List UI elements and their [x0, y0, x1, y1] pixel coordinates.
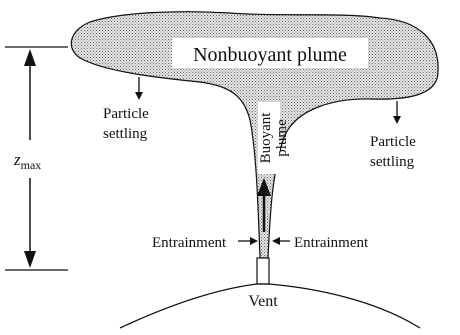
zmax-label: zmax — [13, 150, 41, 172]
settling-right-label-1: Particle — [370, 134, 416, 150]
zmax-up-arrowhead — [24, 49, 36, 66]
entrainment-left-arrowhead — [250, 237, 258, 245]
settling-left-label-1: Particle — [103, 106, 149, 122]
settling-right-arrowhead — [393, 116, 401, 124]
buoyant-label-line2: plume — [274, 119, 290, 157]
zmax-down-arrowhead — [24, 251, 36, 268]
entrainment-left-label: Entrainment — [152, 235, 227, 251]
entrainment-right-label: Entrainment — [294, 235, 369, 251]
nonbuoyant-label: Nonbuoyant plume — [193, 44, 347, 66]
vent-label: Vent — [248, 293, 278, 310]
settling-left-arrowhead — [135, 92, 143, 100]
settling-right-label-2: settling — [370, 154, 415, 170]
buoyant-label-line1: Buoyant — [258, 112, 274, 164]
settling-left-label-2: settling — [103, 126, 148, 142]
vent-conduit — [257, 258, 269, 284]
entrainment-right-arrowhead — [272, 237, 280, 245]
zmax-subscript: max — [21, 158, 42, 172]
